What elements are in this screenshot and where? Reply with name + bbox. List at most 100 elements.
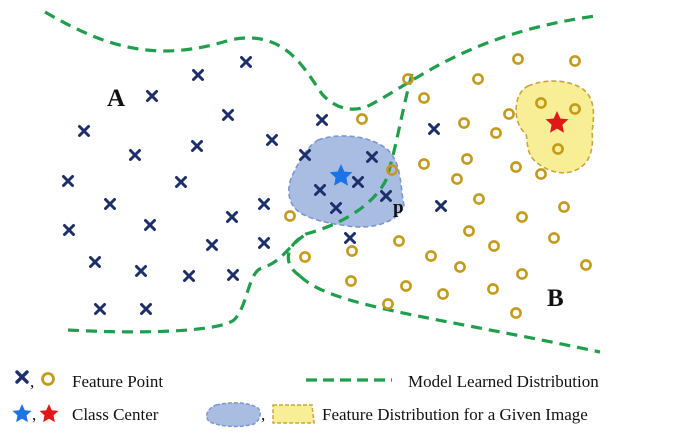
blue-star-icon — [12, 404, 32, 423]
legend-feature-point-separator: , — [30, 372, 34, 391]
class-b-circle-marker — [548, 232, 560, 244]
cross-marker-icon — [15, 370, 29, 384]
class-b-circle-marker — [487, 283, 499, 295]
legend-class-center-separator: , — [32, 405, 36, 424]
class-a-cross-marker — [129, 149, 141, 161]
class-b-circle-marker — [473, 193, 485, 205]
class-b-circle-marker — [510, 161, 522, 173]
class-a-cross-marker — [314, 184, 326, 196]
class-a-cross-marker — [352, 176, 364, 188]
class-b-circle-marker — [382, 298, 394, 310]
class-b-circle-marker — [402, 73, 414, 85]
class-b-circle-marker — [454, 261, 466, 273]
legend-model-distribution: Model Learned Distribution — [306, 372, 599, 391]
legend-feature-distribution-label: Feature Distribution for a Given Image — [322, 405, 588, 424]
class-a-cross-marker — [344, 232, 356, 244]
model-boundaries — [44, 10, 601, 354]
class-b-circle-marker — [346, 245, 358, 257]
boundary-top — [44, 10, 596, 111]
class-a-cross-marker — [240, 56, 252, 68]
class-b-circle-marker — [569, 103, 581, 115]
class-a-cross-marker — [78, 125, 90, 137]
class-b-circle-marker — [356, 113, 368, 125]
point-p-label: p — [393, 197, 404, 218]
class-b-circle-marker — [418, 92, 430, 104]
class-a-cross-marker — [330, 202, 342, 214]
class-b-circle-marker — [463, 225, 475, 237]
class-b-circle-marker — [345, 275, 357, 287]
class-b-circle-marker — [400, 280, 412, 292]
legend-class-center: , Class Center — [12, 404, 159, 424]
class-a-cross-marker — [146, 90, 158, 102]
class-a-cross-marker — [104, 198, 116, 210]
class-a-cross-marker — [316, 114, 328, 126]
class-a-cross-marker — [62, 175, 74, 187]
class-a-cross-marker — [299, 149, 311, 161]
legend-feature-point-label: Feature Point — [72, 372, 163, 391]
class-b-circle-marker — [503, 108, 515, 120]
class-a-cross-marker — [192, 69, 204, 81]
class-a-cross-marker — [183, 270, 195, 282]
class-b-circle-marker — [418, 158, 430, 170]
class-b-circle-marker — [512, 53, 524, 65]
class-a-cross-marker — [144, 219, 156, 231]
class-b-circle-marker — [569, 55, 581, 67]
class-b-circle-marker — [558, 201, 570, 213]
class-a-cross-marker — [227, 269, 239, 281]
class-b-circle-marker — [472, 73, 484, 85]
class-a-cross-marker — [435, 200, 447, 212]
class-a-cross-marker — [266, 134, 278, 146]
class-b-circle-marker — [490, 127, 502, 139]
class-a-cross-marker — [191, 140, 203, 152]
class-b-circle-marker — [580, 259, 592, 271]
class-b-circle-marker — [393, 235, 405, 247]
class-a-cross-marker — [206, 239, 218, 251]
class-b-circle-marker — [425, 250, 437, 262]
yellow-blob-icon — [272, 404, 315, 424]
class-b-circle-marker — [299, 251, 311, 263]
class-a-cross-marker — [428, 123, 440, 135]
class-a-cross-marker — [63, 224, 75, 236]
class-b-circle-marker — [516, 211, 528, 223]
legend-model-distribution-label: Model Learned Distribution — [408, 372, 599, 391]
legend: , Feature Point Model Learned Distributi… — [12, 370, 599, 428]
legend-feature-point: , Feature Point — [15, 370, 163, 391]
legend-feature-distribution: , Feature Distribution for a Given Image — [205, 402, 588, 428]
class-a-cross-marker — [94, 303, 106, 315]
blue-blob-icon — [205, 402, 261, 428]
class-b-circle-marker — [510, 307, 522, 319]
class-b-circle-marker — [552, 143, 564, 155]
class-b-circle-marker — [451, 173, 463, 185]
boundary-middle — [286, 73, 414, 278]
region-b-label: B — [547, 285, 564, 312]
class-b-circle-marker — [386, 164, 398, 176]
class-a-cross-marker — [258, 237, 270, 249]
legend-class-center-label: Class Center — [72, 405, 159, 424]
class-b-circle-marker — [535, 168, 547, 180]
blue-class-center-star — [329, 164, 353, 186]
class-a-cross-marker — [175, 176, 187, 188]
class-b-circle-marker — [516, 268, 528, 280]
class-a-cross-marker — [135, 265, 147, 277]
legend-feature-distribution-separator: , — [261, 405, 265, 424]
class-a-cross-marker — [226, 211, 238, 223]
region-a-label: A — [107, 85, 125, 112]
class-b-circle-marker — [461, 153, 473, 165]
class-b-circle-marker — [488, 240, 500, 252]
class-a-cross-marker — [89, 256, 101, 268]
class-a-cross-marker — [258, 198, 270, 210]
class-a-feature-points — [62, 56, 447, 315]
boundary-lower-right — [298, 274, 601, 354]
class-b-circle-marker — [437, 288, 449, 300]
class-a-cross-marker — [140, 303, 152, 315]
class-b-circle-marker — [458, 117, 470, 129]
class-a-cross-marker — [366, 151, 378, 163]
class-a-cross-marker — [380, 190, 392, 202]
class-a-cross-marker — [222, 109, 234, 121]
red-star-icon — [39, 404, 59, 423]
class-b-circle-marker — [535, 97, 547, 109]
class-b-feature-points — [284, 53, 592, 319]
red-class-center-star — [545, 111, 569, 133]
circle-marker-icon — [41, 372, 55, 386]
